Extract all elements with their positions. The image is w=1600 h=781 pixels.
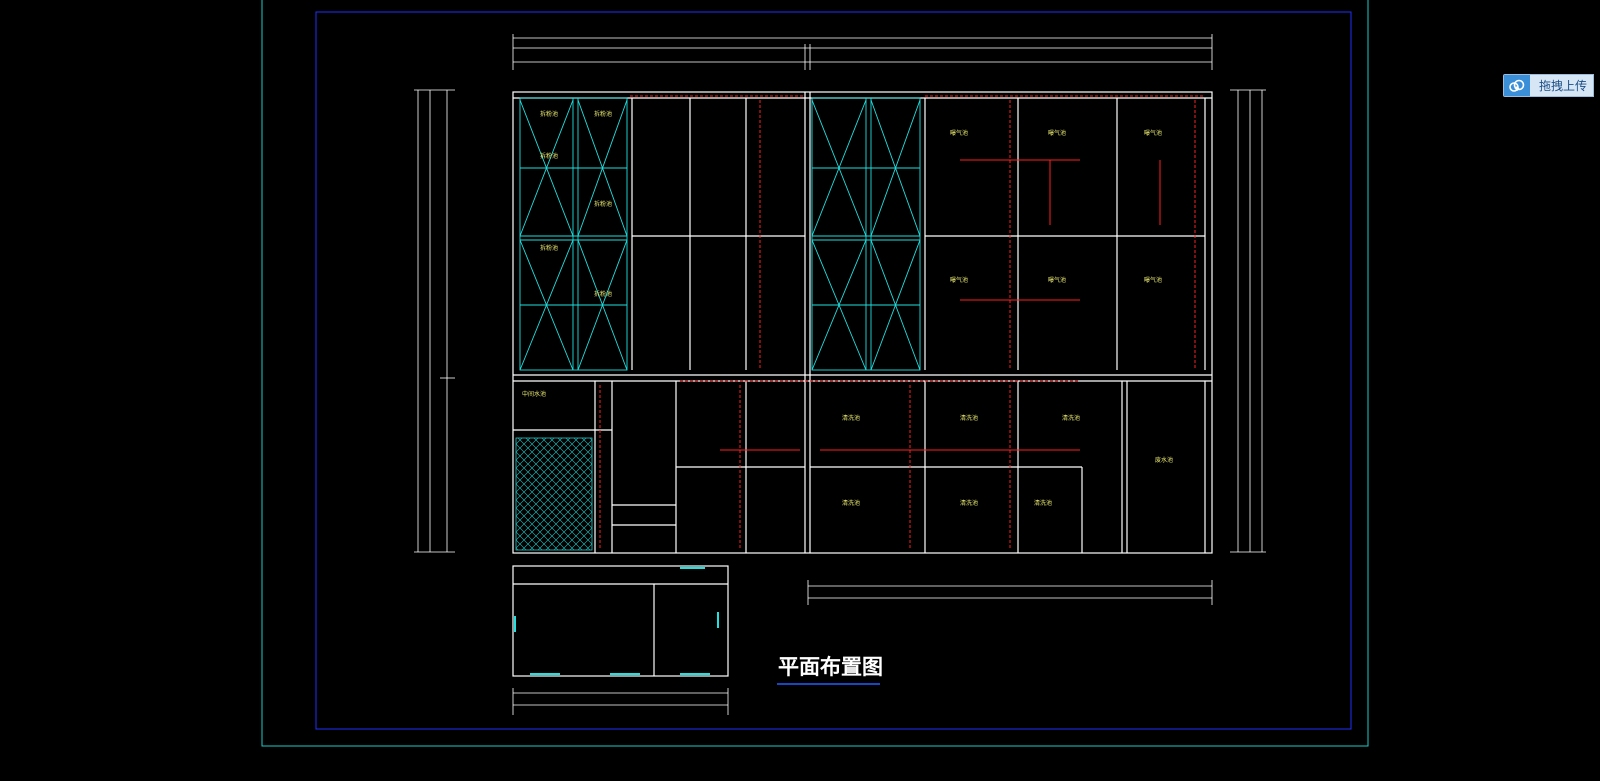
top-dimension-lines [512,34,1213,70]
label-cleaning-4: 清洗池 [842,499,860,507]
label-scrap-pool-6: 拆粉池 [594,290,612,298]
annex-windows [514,567,719,675]
pipe-solid-lines [720,159,1161,451]
middle-tank-array [811,97,921,371]
label-middle-pool: 中间水池 [522,390,546,398]
label-scrap-pool-1: 拆粉池 [540,110,558,118]
label-scrap-pool-5: 拆粉池 [540,244,558,252]
label-aeration-1: 曝气池 [950,129,968,137]
right-dimension-lines [1230,89,1266,553]
pipe-network [599,95,1205,550]
inner-border-frame [315,11,1352,730]
label-cleaning-6: 清洗池 [1034,499,1052,507]
label-aeration-2: 曝气池 [1048,129,1066,137]
left-tank-array [519,97,628,371]
outer-sheet-frame [261,0,1369,747]
label-scrap-pool-3: 拆粉池 [540,152,558,160]
label-cleaning-2: 清洗池 [960,414,978,422]
building-walls [512,91,1213,554]
hatched-pool-area [515,437,593,551]
label-cleaning-3: 清洗池 [1062,414,1080,422]
label-aeration-6: 曝气池 [1144,276,1162,284]
bottom-dimension-lines [512,580,1213,715]
drawing-title: 平面布置图 [778,654,883,679]
left-dimension-lines [414,89,455,553]
drag-upload-button[interactable]: 拖拽上传 [1503,74,1594,97]
label-aeration-3: 曝气池 [1144,129,1162,137]
room-labels: 拆粉池 拆粉池 拆粉池 拆粉池 拆粉池 拆粉池 中间水池 清洗池 清洗池 清洗池… [522,110,1173,507]
label-aeration-5: 曝气池 [1048,276,1066,284]
label-waste-pool: 废水池 [1155,456,1173,464]
annex-building [512,565,729,677]
label-scrap-pool-4: 拆粉池 [594,200,612,208]
label-cleaning-5: 清洗池 [960,499,978,507]
label-aeration-4: 曝气池 [950,276,968,284]
label-scrap-pool-2: 拆粉池 [594,110,612,118]
label-cleaning-1: 清洗池 [842,414,860,422]
upload-label: 拖拽上传 [1539,79,1588,93]
cloud-upload-icon [1504,75,1530,96]
